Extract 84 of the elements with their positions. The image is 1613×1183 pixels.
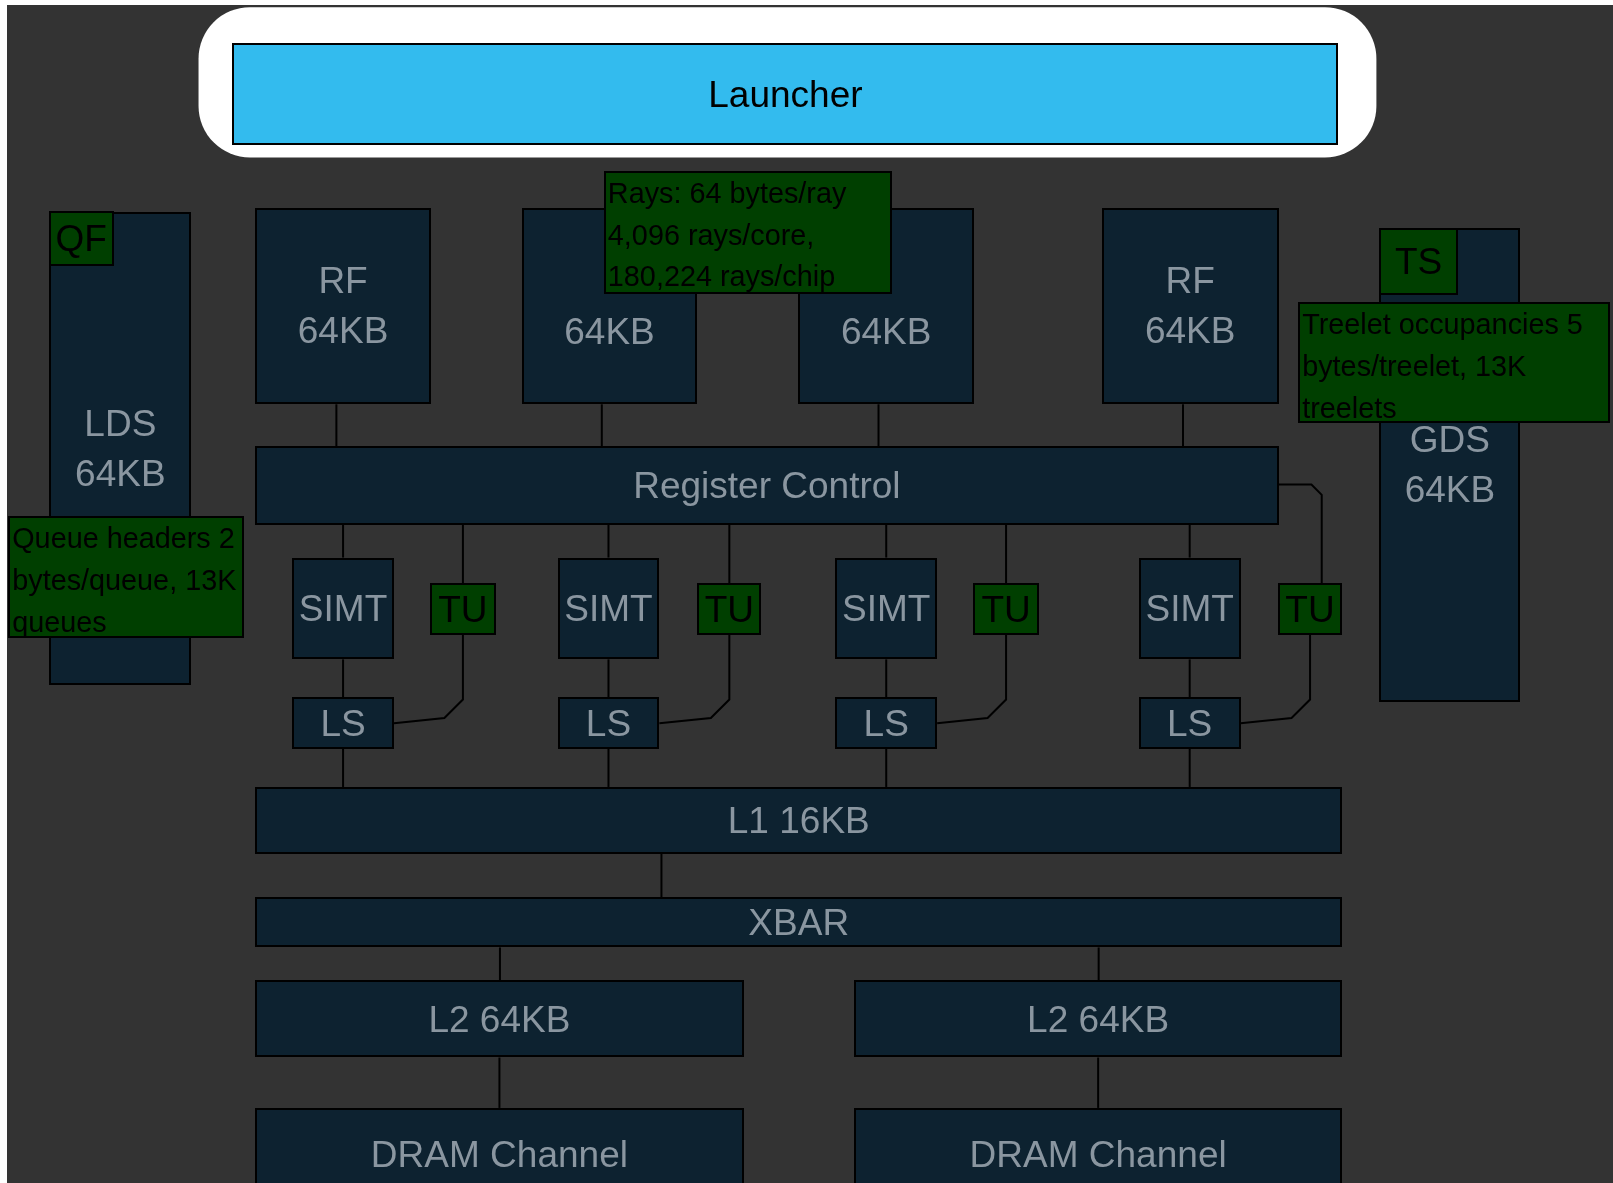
block-label: RF 64KB	[1143, 258, 1237, 354]
block-label: LS	[320, 702, 366, 744]
connector-line	[885, 747, 888, 788]
memory-block	[853, 1107, 1343, 1183]
memory-block	[835, 697, 938, 749]
annotation-text: TU	[1285, 588, 1335, 630]
connector-line	[1097, 946, 1100, 982]
block-label: XBAR	[748, 901, 850, 943]
memory-block	[835, 557, 938, 660]
block-label: Launcher	[708, 73, 863, 115]
block-label: SIMT	[842, 588, 931, 629]
connector-line	[1097, 1056, 1100, 1109]
memory-block	[255, 1107, 744, 1183]
block-label: SIMT	[298, 588, 388, 629]
connector-line	[936, 633, 1008, 725]
memory-block	[255, 897, 1343, 948]
connector-line	[342, 523, 345, 559]
connector-line	[393, 633, 464, 725]
memory-block	[255, 980, 744, 1058]
annotation-text: TU	[704, 588, 754, 630]
memory-block	[1138, 697, 1241, 749]
connector-line	[607, 523, 610, 559]
annotation-box	[1298, 302, 1610, 423]
launcher-box	[232, 43, 1339, 146]
connector-line	[461, 523, 464, 585]
memory-block	[1138, 557, 1241, 660]
annotation-box	[1277, 583, 1343, 635]
annotation-box	[697, 583, 762, 635]
connector-line	[728, 523, 731, 585]
memory-block	[255, 207, 431, 405]
annotation-box	[973, 583, 1039, 635]
connector-line	[1182, 403, 1184, 448]
connector-line	[600, 403, 603, 448]
block-label: RF 64KB	[296, 258, 390, 354]
block-label: LS	[863, 702, 909, 744]
block-label: SIMT	[1145, 588, 1234, 629]
connector-line	[335, 403, 338, 448]
block-label: LS	[585, 702, 632, 744]
connector-line	[658, 633, 731, 725]
annotation-text: QF	[55, 218, 107, 260]
block-label: L2 64KB	[1027, 998, 1170, 1040]
annotation-box	[1379, 227, 1459, 295]
block-label: Register Control	[633, 465, 901, 506]
annotation-box	[603, 170, 892, 295]
memory-block	[557, 697, 660, 749]
memory-block	[255, 786, 1343, 854]
block-label: SIMT	[564, 588, 653, 629]
annotation-text: TS	[1394, 240, 1443, 282]
annotation-box	[48, 211, 114, 266]
annotation-text: TU	[981, 588, 1031, 630]
connector-line	[1239, 633, 1312, 725]
connector-line	[342, 658, 345, 699]
connector-line	[660, 852, 663, 899]
annotation-text: TU	[438, 588, 488, 630]
block-label: DRAM Channel	[969, 1133, 1227, 1175]
memory-block	[853, 980, 1343, 1058]
connector-line	[877, 403, 880, 448]
connector-line	[1188, 747, 1191, 788]
block-label: 64KB	[840, 308, 932, 354]
annotation-text: Queue headers 2 bytes/queue, 13K queues	[12, 521, 238, 640]
block-label: L1 16KB	[727, 800, 870, 841]
block-label: LS	[1167, 702, 1213, 744]
connector-line	[885, 523, 888, 559]
connector-line	[498, 1056, 501, 1109]
connector-line	[1188, 658, 1191, 699]
block-label: 64KB	[564, 308, 655, 354]
memory-block	[557, 557, 660, 660]
connector-line	[498, 946, 501, 982]
connector-line	[607, 658, 610, 699]
annotation-text: Rays: 64 bytes/ray 4,096 rays/core, 180,224 rays/chip	[607, 175, 848, 295]
connector-line	[607, 747, 610, 788]
block-label: LDS 64KB	[74, 400, 167, 496]
memory-block	[292, 697, 394, 749]
connector-line	[1277, 483, 1323, 585]
connector-line	[342, 747, 345, 788]
connector-line	[1005, 523, 1008, 585]
block-label: L2 64KB	[428, 998, 571, 1040]
connector-line	[1188, 523, 1191, 559]
annotation-box	[430, 583, 496, 635]
memory-block	[255, 446, 1279, 525]
block-label: DRAM Channel	[370, 1133, 628, 1175]
memory-block	[1101, 207, 1279, 405]
connector-line	[885, 658, 888, 699]
memory-block	[292, 557, 394, 660]
